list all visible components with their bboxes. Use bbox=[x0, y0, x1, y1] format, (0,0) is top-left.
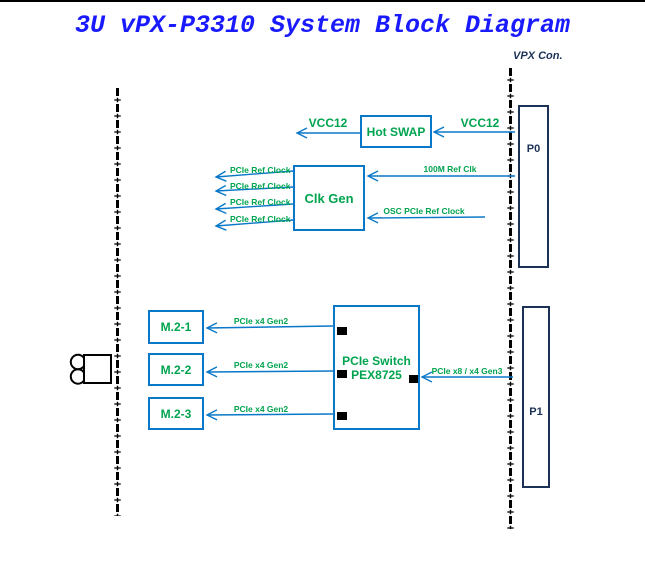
clk-gen-block: Clk Gen bbox=[293, 165, 365, 231]
pcie-switch-label-line2: PEX8725 bbox=[351, 367, 402, 382]
100m-ref-clk-label: 100M Ref Clk bbox=[423, 164, 477, 174]
vpx-port-p1-block: P1 bbox=[522, 306, 550, 488]
front-panel-connector-icon bbox=[69, 353, 112, 385]
vcc12-out-label: VCC12 bbox=[308, 116, 348, 130]
switch-port-marker-1 bbox=[337, 327, 347, 335]
vpx-uplink-label: PCIe x8 / x4 Gen3 bbox=[431, 366, 503, 376]
m2-slot-2-label: M.2-2 bbox=[160, 362, 192, 377]
arrow-pcie-ref-clock-1 bbox=[216, 170, 294, 177]
switch-port-marker-3 bbox=[337, 412, 347, 420]
arrow-pcie-ref-clock-2 bbox=[216, 187, 294, 191]
m2-slot-2-block: M.2-2 bbox=[148, 353, 204, 386]
m2-slot-1-block: M.2-1 bbox=[148, 310, 204, 344]
vpx-port-p1-label: P1 bbox=[529, 406, 543, 418]
vpx-connector-label: VPX Con. bbox=[513, 50, 563, 62]
arrow-m2-3-link bbox=[207, 414, 334, 415]
pcie-switch-label-line1: PCIe Switch bbox=[342, 353, 411, 368]
vpx-port-p0-block: P0 bbox=[518, 105, 549, 268]
vpx-port-p0-label: P0 bbox=[526, 143, 541, 155]
arrow-pcie-ref-clock-3 bbox=[216, 204, 294, 209]
m2-3-link-label: PCIe x4 Gen2 bbox=[233, 404, 289, 414]
m2-slot-3-block: M.2-3 bbox=[148, 397, 204, 430]
diagram-title: 3U vPX-P3310 System Block Diagram bbox=[74, 11, 571, 40]
osc-pcie-ref-clock-label: OSC PCIe Ref Clock bbox=[383, 206, 465, 216]
arrow-m2-1-link bbox=[207, 326, 334, 328]
clk-gen-label: Clk Gen bbox=[304, 190, 354, 206]
pcie-ref-clock-label-2: PCIe Ref Clock bbox=[230, 181, 291, 191]
m2-1-link-label: PCIe x4 Gen2 bbox=[233, 316, 289, 326]
pcie-switch-block: PCIe Switch PEX8725 bbox=[333, 305, 420, 430]
switch-port-marker-uplink bbox=[409, 375, 418, 383]
arrow-pcie-ref-clock-4 bbox=[216, 219, 294, 226]
hot-swap-block: Hot SWAP bbox=[360, 115, 432, 148]
m2-slot-3-label: M.2-3 bbox=[160, 406, 192, 421]
top-border-line bbox=[0, 0, 645, 2]
pcie-ref-clock-label-1: PCIe Ref Clock bbox=[230, 165, 291, 175]
pcie-ref-clock-label-4: PCIe Ref Clock bbox=[230, 214, 291, 224]
m2-slot-1-label: M.2-1 bbox=[160, 320, 192, 334]
arrow-osc-pcie-ref-clock bbox=[368, 217, 486, 218]
switch-port-marker-2 bbox=[337, 370, 347, 378]
vcc12-in-label: VCC12 bbox=[460, 116, 500, 130]
arrow-m2-2-link bbox=[207, 371, 334, 372]
m2-2-link-label: PCIe x4 Gen2 bbox=[233, 360, 289, 370]
hot-swap-label: Hot SWAP bbox=[366, 124, 426, 139]
signal-arrows bbox=[207, 132, 515, 415]
pcie-ref-clock-label-3: PCIe Ref Clock bbox=[230, 197, 291, 207]
